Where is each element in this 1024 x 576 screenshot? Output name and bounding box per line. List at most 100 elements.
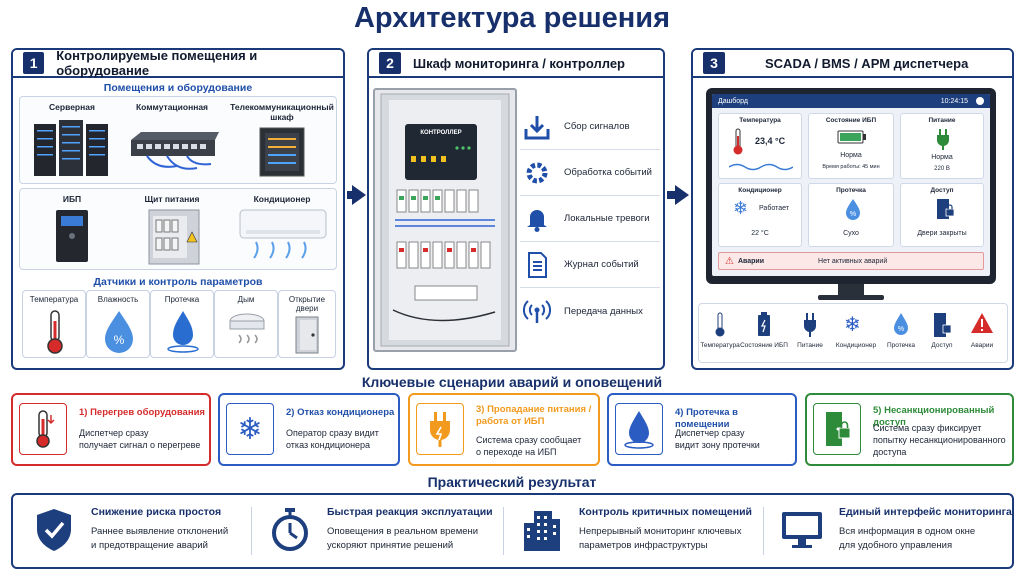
dashboard-topbar: Дашборд 10:24:15 bbox=[712, 94, 990, 108]
monitor-icon bbox=[777, 505, 827, 555]
equipment-heading: Помещения и оборудование bbox=[103, 82, 253, 94]
result-title: Контроль критичных помещений bbox=[579, 506, 752, 518]
power-plug-icon bbox=[804, 313, 816, 337]
humidity-drop-icon: % bbox=[105, 311, 133, 353]
sensor-smoke: Дым bbox=[214, 290, 278, 358]
monitor-stand-base bbox=[818, 295, 884, 300]
tile-title: Протечка bbox=[836, 187, 866, 194]
dashboard-clock: 10:24:15 bbox=[940, 97, 968, 105]
snowflake-icon: ❄ bbox=[733, 198, 749, 219]
scenario-text: попытку несанкционированного bbox=[873, 435, 1006, 445]
result-title: Быстрая реакция эксплуатации bbox=[327, 506, 493, 518]
shortcut-leak[interactable]: % Протечка bbox=[881, 306, 921, 362]
dashboard-name: Дашборд bbox=[718, 97, 748, 105]
shortcut-temperature[interactable]: Температура bbox=[700, 306, 740, 362]
panel-title: Контролируемые помещения и оборудование bbox=[56, 48, 258, 78]
function-data-transfer: Передача данных bbox=[520, 288, 660, 334]
network-switch-icon bbox=[131, 132, 219, 170]
function-label: Обработка событий bbox=[564, 167, 652, 178]
result-text: ускоряют принятие решений bbox=[327, 540, 454, 551]
panel-header: 3 SCADA / BMS / АРМ диспетчера bbox=[693, 50, 1012, 78]
panel-number: 1 bbox=[23, 52, 45, 74]
flow-arrow-stem bbox=[667, 191, 675, 199]
results-panel: Снижение риска простоя Раннее выявление … bbox=[11, 493, 1014, 569]
locked-door-icon bbox=[937, 199, 955, 219]
building-icon bbox=[517, 505, 567, 555]
function-event-processing: Обработка событий bbox=[520, 150, 660, 196]
scenario-title: 5) Несанкционированный доступ bbox=[873, 405, 995, 428]
scenario-unauthorized-access: 5) Несанкционированный доступ Система ср… bbox=[805, 393, 1014, 466]
sensor-leak: Протечка bbox=[150, 290, 214, 358]
tile-value: 23,4 °C bbox=[755, 136, 786, 146]
snowflake-icon: ❄ bbox=[226, 403, 274, 455]
panel-number: 2 bbox=[379, 52, 401, 74]
tile-ups-state[interactable]: Состояние ИБП Норма Время работы: 45 мин bbox=[808, 113, 894, 179]
shortcut-alarms[interactable]: Аварии bbox=[962, 306, 1002, 362]
power-plug-icon bbox=[416, 403, 464, 455]
shortcut-access[interactable]: Доступ bbox=[922, 306, 962, 362]
tile-status: Работает bbox=[759, 205, 789, 212]
function-signal-collection: Сбор сигналов bbox=[520, 104, 660, 150]
scenario-text: Диспетчер сразу bbox=[79, 428, 149, 438]
door-icon bbox=[295, 316, 319, 354]
shortcut-label: Кондиционер bbox=[835, 342, 877, 349]
scenario-overheating: 1) Перегрев оборудования Диспетчер сразу… bbox=[11, 393, 211, 466]
leak-drop-icon bbox=[167, 311, 199, 353]
scenario-text: Система сразу сообщает bbox=[476, 435, 582, 445]
bell-icon bbox=[520, 202, 554, 236]
result-title: Снижение риска простоя bbox=[91, 506, 222, 518]
sensor-label: Температура bbox=[29, 295, 79, 304]
scenario-text: Система сразу фиксирует bbox=[873, 423, 982, 433]
user-icon[interactable] bbox=[976, 97, 984, 105]
equipment-label-ups: ИБП bbox=[62, 194, 82, 204]
smoke-detector-icon bbox=[229, 313, 265, 344]
equipment-label-switch-room: Коммутационная bbox=[135, 102, 209, 112]
tile-leak[interactable]: Протечка % Сухо bbox=[808, 183, 894, 247]
tile-access[interactable]: Доступ Двери закрыты bbox=[900, 183, 984, 247]
function-label: Передача данных bbox=[564, 305, 643, 317]
shortcut-label: Протечка bbox=[886, 342, 916, 349]
shortcut-label: Питание bbox=[797, 342, 823, 349]
monitoring-cabinet: КОНТРОЛЛЕР bbox=[373, 88, 517, 352]
result-text: Раннее выявление отклонений bbox=[91, 526, 229, 537]
shortcut-label: Доступ bbox=[931, 342, 953, 349]
scenario-power-loss: 3) Пропадание питания / работа от ИБП Си… bbox=[408, 393, 600, 466]
result-critical-rooms: Контроль критичных помещений Непрерывный… bbox=[507, 495, 757, 567]
equipment-label-telecom-cabinet: Телекоммуникационный шкаф bbox=[230, 102, 334, 122]
flow-arrow-stem bbox=[347, 191, 353, 199]
leak-drop-icon: % bbox=[894, 313, 908, 335]
shortcut-label: Температура bbox=[700, 342, 740, 349]
battery-icon bbox=[837, 130, 866, 144]
scenario-ac-failure: ❄ 2) Отказ кондиционера Оператор сразу в… bbox=[218, 393, 400, 466]
gear-icon bbox=[520, 156, 554, 190]
thermometer-icon bbox=[47, 310, 63, 354]
scenario-leak: 4) Протечка в помещении Диспетчер сразу … bbox=[607, 393, 797, 466]
results-heading: Практический результат bbox=[427, 474, 597, 490]
svg-text:%: % bbox=[850, 211, 856, 218]
locked-door-icon bbox=[934, 313, 952, 337]
tile-temperature[interactable]: Температура 23,4 °C bbox=[718, 113, 802, 179]
svg-text:%: % bbox=[898, 326, 904, 333]
panel-title: Шкаф мониторинга / контроллер bbox=[413, 55, 625, 71]
sensor-label: Влажность bbox=[97, 295, 139, 304]
document-list-icon bbox=[520, 248, 554, 282]
dashboard-screen: Дашборд 10:24:15 Температура 23,4 °C Сос… bbox=[712, 94, 990, 276]
leak-drop-icon: % bbox=[846, 199, 860, 220]
shortcut-ups[interactable]: Состояние ИБП bbox=[740, 306, 788, 362]
shortcut-air-conditioner[interactable]: ❄ Кондиционер bbox=[836, 306, 876, 362]
function-label: Сбор сигналов bbox=[564, 121, 630, 132]
scenario-text: получает сигнал о перегреве bbox=[79, 440, 201, 450]
tile-air-conditioner[interactable]: Кондиционер ❄ Работает 22 °C bbox=[718, 183, 802, 247]
warning-icon: ⚠ bbox=[725, 255, 734, 267]
scenario-title: 4) Протечка в помещении bbox=[675, 407, 739, 430]
telecom-cabinet-icon bbox=[259, 127, 305, 177]
equipment-label-server-room: Серверная bbox=[49, 102, 95, 112]
alarm-status-bar[interactable]: ⚠ Аварии Нет активных аварий bbox=[718, 252, 984, 270]
equipment-label-air-conditioner: Кондиционер bbox=[253, 194, 311, 204]
warning-icon bbox=[971, 313, 993, 333]
thermometer-icon bbox=[715, 312, 725, 337]
dispatcher-monitor: Дашборд 10:24:15 Температура 23,4 °C Сос… bbox=[706, 88, 996, 284]
tile-power[interactable]: Питание Норма 220 В bbox=[900, 113, 984, 179]
shortcut-power[interactable]: Питание bbox=[790, 306, 830, 362]
stopwatch-icon bbox=[265, 505, 315, 555]
